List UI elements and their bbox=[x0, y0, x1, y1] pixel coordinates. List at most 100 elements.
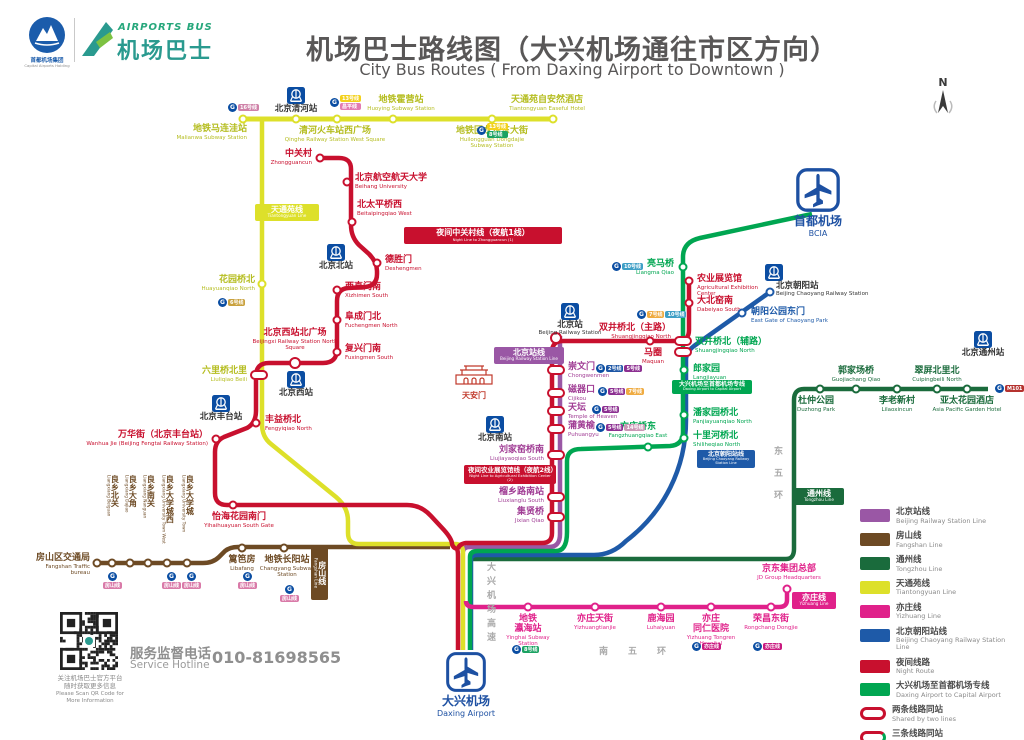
metro-line-pill: 房山线 bbox=[162, 582, 182, 589]
metro-line-pill: 10号线 bbox=[665, 311, 687, 318]
rail-station-label: 北京清河站 bbox=[274, 104, 318, 114]
legend-swatch bbox=[860, 580, 890, 594]
metro-line-pill: M101 bbox=[1005, 385, 1024, 392]
station-marker bbox=[347, 217, 357, 227]
station-marker bbox=[238, 114, 248, 124]
station-marker bbox=[547, 424, 565, 434]
station-marker bbox=[107, 558, 117, 568]
station-label: 万华街（北京丰台站）Wanhua Jie (Beijing Fengtai Ra… bbox=[86, 430, 208, 447]
station-marker bbox=[388, 114, 398, 124]
rail-station-icon bbox=[287, 86, 305, 104]
service-hotline-label-en: Service Hotline bbox=[130, 659, 210, 671]
legend-text: 三条线路同站Shared by three lines bbox=[892, 729, 961, 740]
station-marker bbox=[766, 602, 776, 612]
metro-line-pill: 6号线 bbox=[228, 299, 246, 306]
rail-station-label: 北京南站 bbox=[477, 433, 513, 443]
station-marker bbox=[706, 602, 716, 612]
metro-logo-icon: G bbox=[753, 642, 762, 651]
service-hotline-number: 010-81698565 bbox=[212, 648, 342, 667]
logo-group-name-en: Capital Airports Holding bbox=[24, 63, 70, 68]
metro-line-pill: 房山线 bbox=[103, 582, 123, 589]
route-daxing-capital-express bbox=[467, 211, 813, 650]
station-marker bbox=[684, 298, 694, 308]
legend-swatch bbox=[860, 707, 886, 721]
legend-item: 三条线路同站Shared by three lines bbox=[860, 730, 1020, 740]
capital-airports-holding-logo-icon bbox=[29, 17, 65, 53]
station-marker bbox=[737, 308, 747, 318]
metro-line-pill: 昌平线 bbox=[340, 103, 361, 110]
station-marker bbox=[211, 434, 221, 444]
metro-logo-icon: G bbox=[187, 572, 196, 581]
station-marker bbox=[372, 258, 382, 268]
legend-swatch bbox=[860, 509, 890, 522]
route-fangshan-line bbox=[97, 544, 450, 566]
station-marker bbox=[679, 433, 689, 443]
station-label: 双井桥北（辅路）Shuangjingqiao North bbox=[695, 337, 768, 354]
legend-swatch bbox=[860, 556, 890, 570]
metro-line-pill: 5号线 bbox=[606, 424, 624, 431]
metro-line-pill: 8号线 bbox=[522, 646, 540, 653]
station-marker bbox=[143, 558, 153, 568]
metro-logo-icon: G bbox=[108, 572, 117, 581]
metro-logo-icon: G bbox=[218, 298, 227, 307]
station-marker bbox=[332, 315, 342, 325]
rail-station-icon bbox=[765, 263, 783, 281]
station-marker bbox=[674, 347, 692, 357]
metro-logo-icon: G bbox=[596, 364, 605, 373]
station-marker bbox=[643, 442, 653, 452]
rail-station-icon bbox=[287, 370, 305, 388]
brand-name-zh: 机场巴士 bbox=[117, 39, 214, 64]
metro-line-pill: 16号线 bbox=[238, 104, 259, 111]
metro-logo-icon: G bbox=[477, 126, 486, 135]
airport-icon bbox=[796, 168, 840, 216]
station-marker bbox=[547, 450, 565, 460]
area-text: 大兴机场高速 bbox=[485, 562, 495, 646]
station-marker bbox=[487, 114, 497, 124]
station-marker bbox=[548, 114, 558, 124]
qr-code bbox=[60, 612, 118, 670]
metro-line-pill: 亦庄线 bbox=[702, 643, 722, 650]
station-marker bbox=[228, 500, 238, 510]
station-marker bbox=[547, 406, 565, 416]
